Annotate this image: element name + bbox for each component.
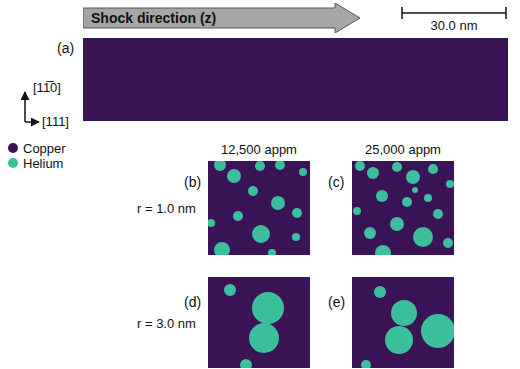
helium-bubble [433,209,443,219]
helium-bubble [402,197,412,207]
column-heading: 25,000 appm [365,142,441,157]
scale-bar-tick [401,7,403,19]
simulation-panel: (d) [208,277,310,368]
helium-bubble [292,208,302,218]
helium-bubble [424,194,432,202]
panel-label: (d) [184,294,201,310]
helium-bubble [224,284,236,296]
copper-slab [352,161,454,255]
axis-label: [111] [42,114,69,129]
helium-bubble [375,245,391,255]
helium-bubble [428,164,438,174]
helium-bubble [248,186,258,196]
helium-bubble [361,360,371,368]
helium-bubble [413,227,433,247]
copper-slab [352,277,454,368]
helium-bubble [412,187,418,193]
helium-bubble [446,180,454,188]
helium-bubble [275,161,285,170]
helium-bubble [355,161,365,171]
helium-bubble [353,207,361,215]
direction-arrow: Shock direction (z) [83,3,361,33]
copper-slab [208,161,310,255]
helium-bubble [214,161,226,171]
scale-bar-line [402,12,506,14]
axis-label: [11̅0] [33,80,61,95]
scale-bar [402,7,506,19]
helium-bubble [385,326,413,354]
helium-bubble [271,196,285,210]
legend-swatch [8,158,18,168]
simulation-panel: (c) [352,161,454,255]
panel-label: (c) [328,174,344,190]
helium-bubble [376,190,388,202]
helium-bubble [406,170,420,184]
copper-slab [83,38,508,121]
simulation-panel: (e) [352,277,454,368]
helium-bubble [208,219,215,227]
panel-label: (b) [184,174,201,190]
copper-slab [208,277,310,368]
helium-bubble [390,217,404,231]
legend-swatch [8,143,18,153]
helium-bubble [391,300,417,326]
helium-bubble [392,162,402,172]
axis-arrow [24,92,26,122]
helium-bubble [374,286,386,298]
panel-label: (a) [57,40,74,56]
scale-label: 30.0 nm [431,18,478,33]
column-heading: 12,500 appm [221,142,297,157]
helium-bubble [252,292,284,324]
helium-bubble [367,167,379,179]
helium-bubble [227,169,241,183]
simulation-panel: (b) [208,161,310,255]
helium-bubble [268,249,276,255]
legend-text: Copper [23,141,66,156]
helium-bubble [249,323,279,353]
panel-label: (e) [328,294,345,310]
helium-bubble [252,225,270,243]
simulation-panel: (a) [83,38,508,121]
arrow-label: Shock direction (z) [83,3,361,33]
helium-bubble [421,314,454,348]
helium-bubble [443,238,453,248]
helium-bubble [299,168,307,176]
scale-bar-tick [505,7,507,19]
helium-bubble [292,233,300,241]
row-heading: r = 3.0 nm [137,316,196,331]
axis-arrow [25,121,39,123]
helium-bubble [240,359,252,368]
helium-bubble [214,242,230,255]
helium-bubble [255,161,265,171]
arrow-outline [83,3,360,33]
legend-text: Helium [23,156,63,171]
helium-bubble [364,227,376,239]
helium-bubble [233,211,243,221]
row-heading: r = 1.0 nm [137,201,196,216]
